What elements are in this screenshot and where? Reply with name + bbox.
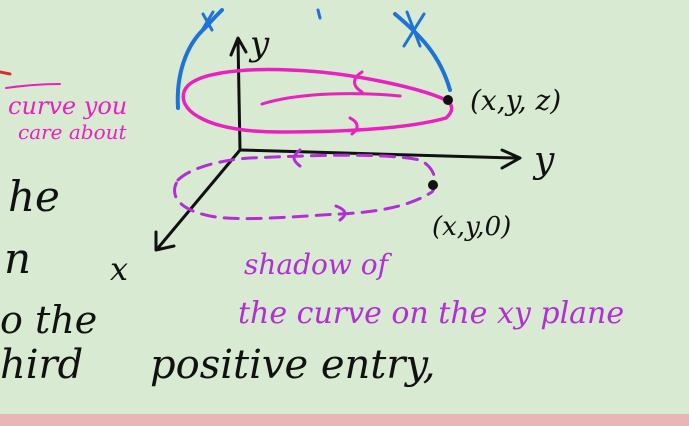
surface-arc-right	[393, 12, 452, 92]
surface-cross-right	[402, 10, 426, 48]
shadow-point	[428, 180, 438, 190]
space-curve-inner	[260, 92, 402, 106]
y-axis	[238, 148, 522, 170]
surface-cross-left	[199, 10, 215, 34]
point-label-3d: (x,y, z)	[470, 84, 562, 117]
curve-arrow-bottom	[348, 116, 359, 136]
shadow-curve	[173, 153, 437, 221]
text-fragment-1: he	[8, 172, 60, 221]
text-fragment-4-rest: positive entry,	[150, 342, 436, 388]
shadow-note-line1: shadow of	[244, 248, 388, 281]
bottom-strip	[0, 414, 689, 426]
shadow-arrow-top	[292, 148, 302, 168]
curve-note-line1: curve you	[8, 92, 128, 120]
axis-label-vertical: y	[250, 24, 270, 64]
axis-label-x: x	[110, 250, 129, 288]
surface-dot	[316, 8, 322, 20]
point-on-curve	[443, 95, 453, 105]
text-fragment-4: hird	[0, 342, 84, 388]
shadow-note-line2: the curve on the xy plane	[238, 296, 625, 331]
space-curve	[181, 67, 454, 134]
text-fragment-3: o the	[0, 298, 98, 342]
text-fragment-2: n	[4, 234, 32, 283]
curve-note-line2: care about	[18, 120, 127, 144]
curve-arrow-top	[353, 70, 364, 94]
point-label-shadow: (x,y,0)	[432, 212, 512, 242]
x-axis	[154, 148, 242, 252]
shadow-arrow-bottom	[334, 204, 347, 222]
axis-label-y: y	[534, 140, 555, 181]
left-edge-mark	[0, 70, 12, 76]
note-underline	[5, 83, 61, 89]
z-axis	[229, 36, 248, 152]
